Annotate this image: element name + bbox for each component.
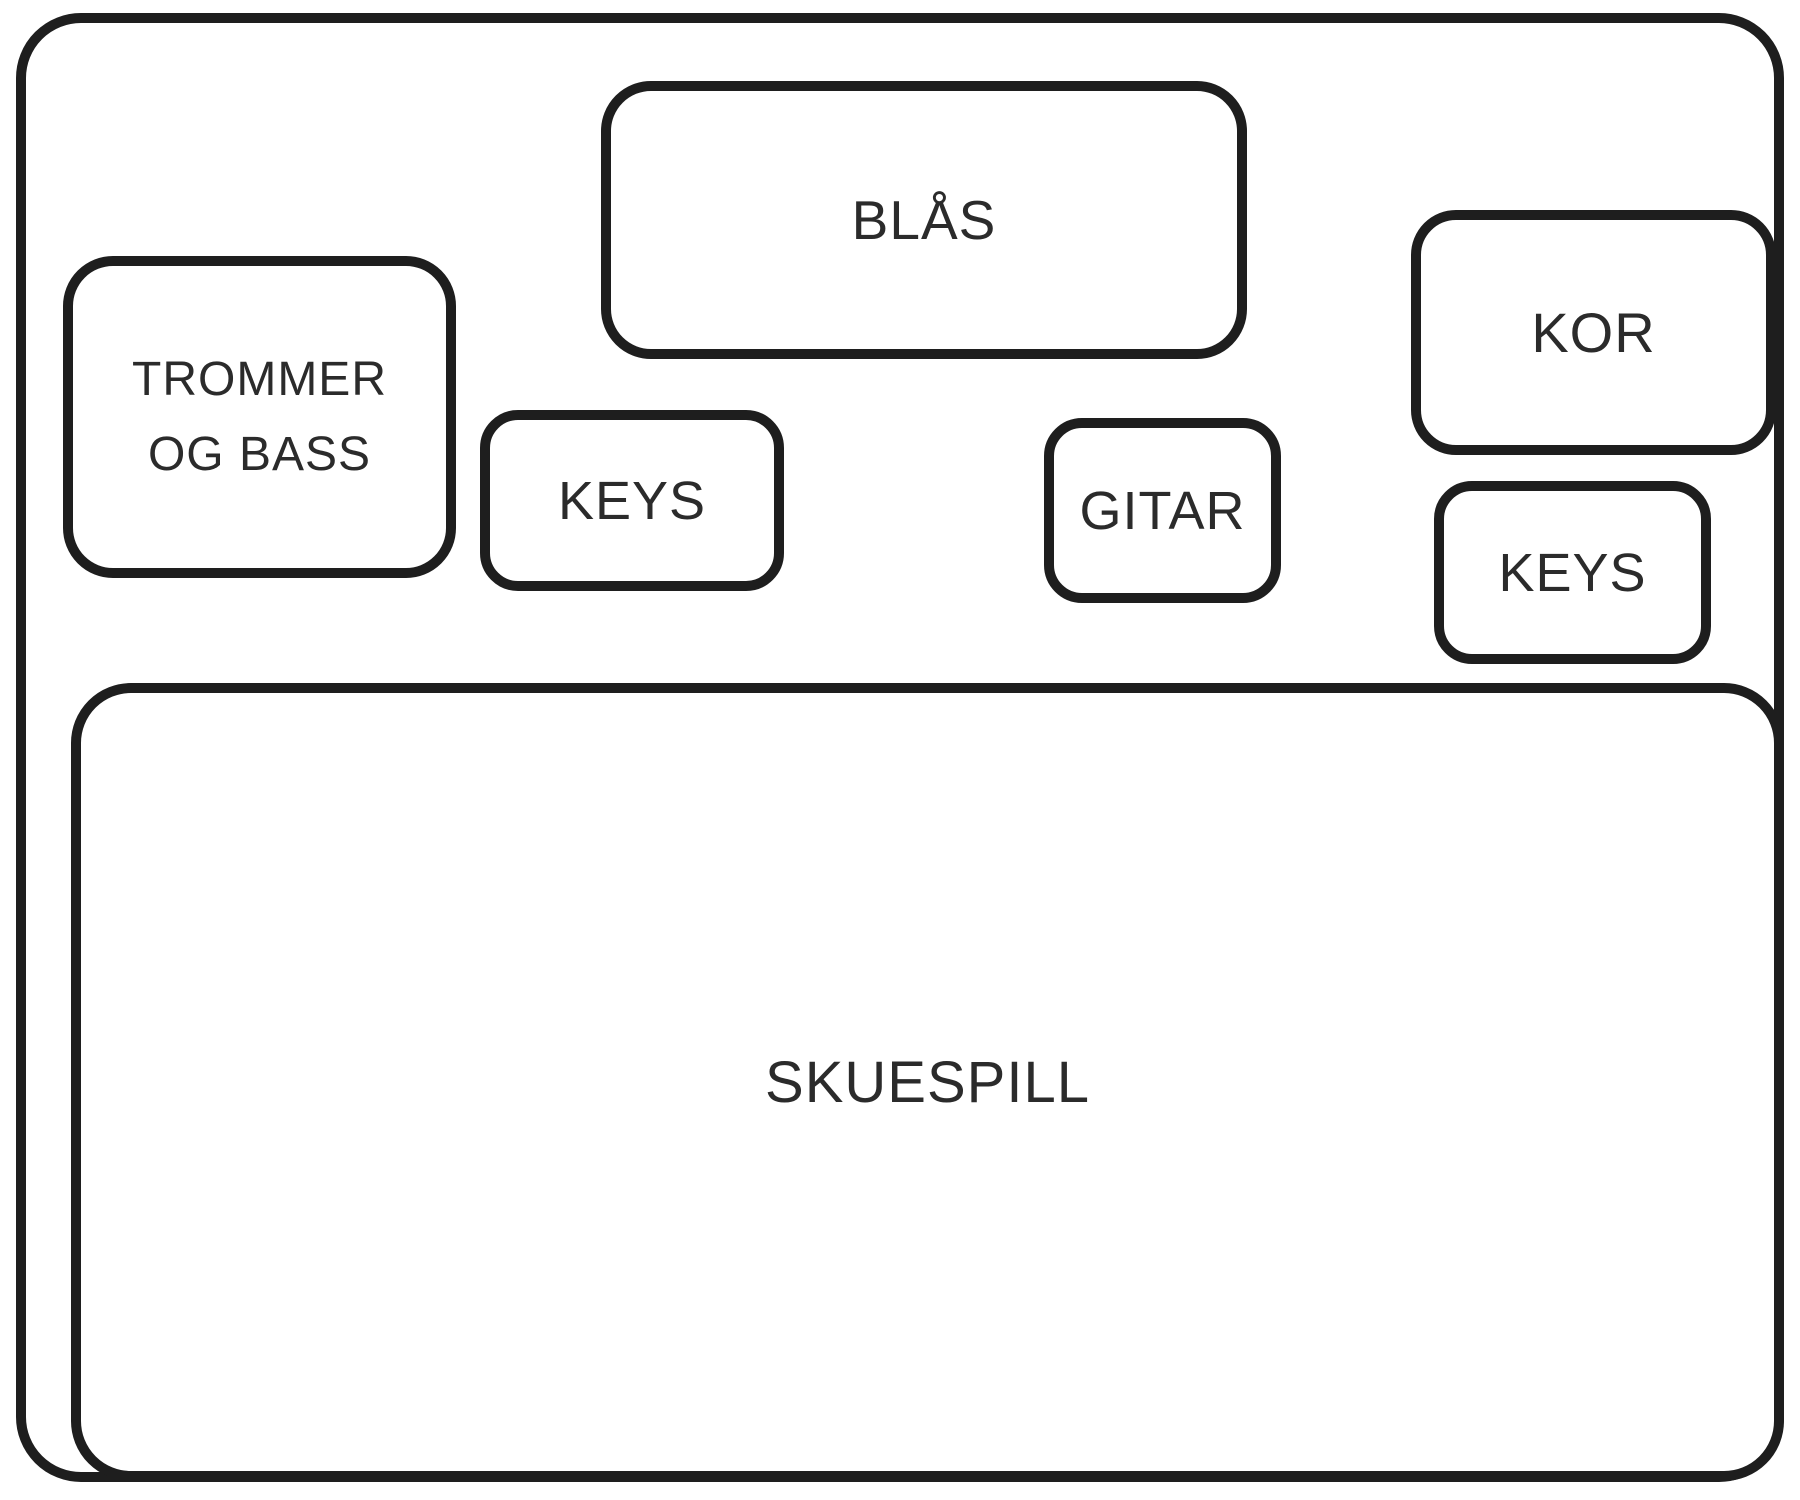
zone-keys-left: KEYS [480, 410, 784, 591]
zone-trommer-og-bass-label-line2: OG BASS [147, 428, 372, 481]
zone-blas: BLÅS [601, 81, 1247, 359]
zone-trommer-og-bass-label-line1: TROMMER [132, 353, 387, 406]
zone-keys-right-label: KEYS [1498, 542, 1647, 603]
zone-skuespill-label: SKUESPILL [765, 1049, 1090, 1115]
zone-skuespill: SKUESPILL [71, 683, 1784, 1481]
stage-outline: BLÅS TROMMER OG BASS KEYS GITAR KOR KEYS… [16, 13, 1784, 1482]
zone-gitar-label: GITAR [1079, 480, 1246, 541]
zone-trommer-og-bass: TROMMER OG BASS [63, 256, 456, 578]
zone-kor-label: KOR [1531, 301, 1656, 364]
zone-blas-label: BLÅS [851, 189, 997, 251]
zone-gitar: GITAR [1044, 418, 1281, 603]
zone-keys-left-label: KEYS [557, 470, 707, 531]
zone-kor: KOR [1411, 210, 1776, 455]
zone-keys-right: KEYS [1434, 481, 1711, 664]
